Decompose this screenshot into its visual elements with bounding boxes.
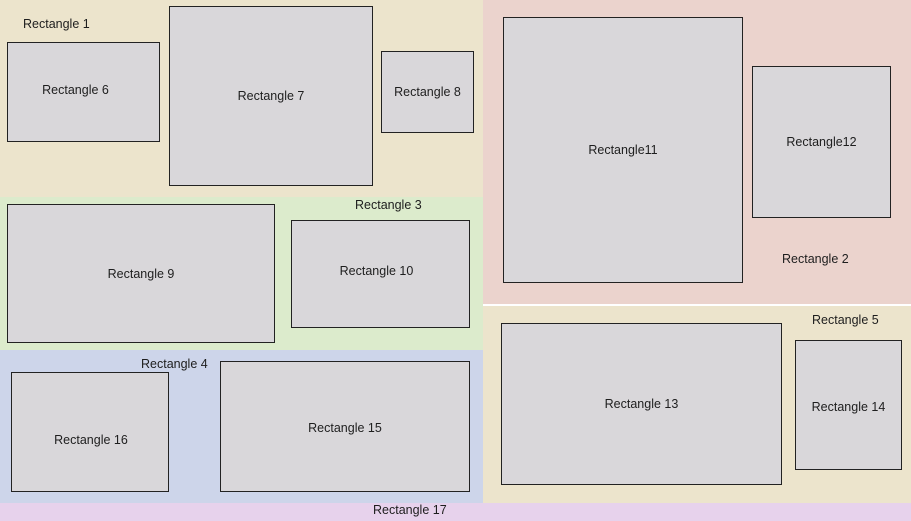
rectangle-1-label: Rectangle 1: [23, 17, 90, 31]
rectangle-11: Rectangle11: [503, 17, 743, 283]
rectangle-15-label: Rectangle 15: [308, 420, 382, 435]
rectangle-12: Rectangle12: [752, 66, 891, 218]
rectangle-3-label: Rectangle 3: [355, 198, 422, 212]
rectangle-14-label: Rectangle 14: [811, 400, 886, 414]
rectangle-4-label: Rectangle 4: [141, 357, 208, 371]
rectangle-16: Rectangle 16: [11, 372, 169, 492]
rectangle-6: Rectangle 6: [7, 42, 160, 142]
rectangle-8: Rectangle 8: [381, 51, 474, 133]
rectangle-14: Rectangle 14: [795, 340, 902, 470]
rectangle-2-label: Rectangle 2: [782, 252, 849, 266]
rectangle-9: Rectangle 9: [7, 204, 275, 343]
rectangle-9-label: Rectangle 9: [107, 266, 175, 281]
rectangle-6-label: Rectangle 6: [42, 83, 109, 97]
rectangle-13: Rectangle 13: [501, 323, 782, 485]
rectangle-7-label: Rectangle 7: [237, 89, 305, 103]
rectangle-5-label: Rectangle 5: [812, 313, 879, 327]
rectangle-17-region: [0, 503, 911, 521]
rectangle-7: Rectangle 7: [169, 6, 373, 186]
rectangle-8-label: Rectangle 8: [394, 85, 461, 99]
rectangle-11-label: Rectangle11: [588, 143, 658, 157]
rectangle-12-label: Rectangle12: [786, 135, 857, 149]
rectangle-16-label: Rectangle 16: [54, 433, 128, 447]
rectangle-10: Rectangle 10: [291, 220, 470, 328]
rectangle-10-label: Rectangle 10: [339, 264, 414, 278]
rectangle-13-label: Rectangle 13: [604, 397, 679, 411]
rectangle-17-label: Rectangle 17: [373, 503, 447, 517]
rectangle-15: Rectangle 15: [220, 361, 470, 492]
